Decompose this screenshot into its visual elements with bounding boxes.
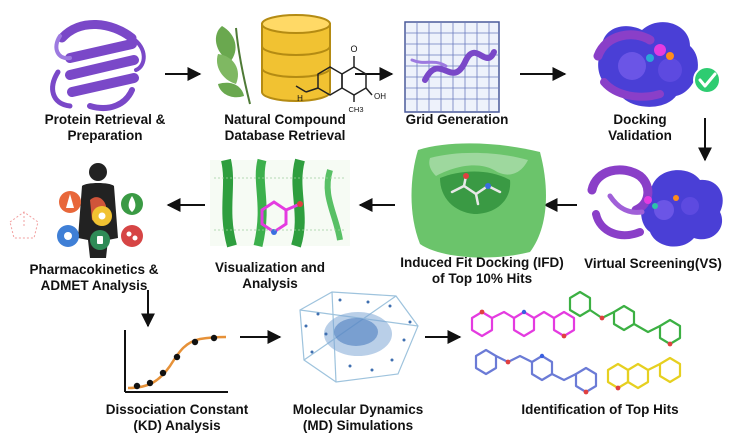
admet-line2: ADMET Analysis bbox=[40, 278, 148, 293]
grid-generation-icon bbox=[404, 21, 500, 113]
yellow-molecule bbox=[606, 356, 682, 390]
natural-compound-line1: Natural Compound bbox=[224, 112, 346, 127]
md-simulation-line2: (MD) Simulations bbox=[302, 418, 414, 433]
check-badge-icon bbox=[693, 66, 721, 94]
kd-binding-curve-plot bbox=[124, 330, 228, 393]
methyl-label: CH3 bbox=[348, 105, 363, 114]
label-admet: Pharmacokinetics & ADMET Analysis bbox=[14, 262, 174, 294]
admet-body-icon bbox=[9, 163, 143, 258]
virtual-screening-line1: Virtual Screening(VS) bbox=[584, 256, 722, 271]
visualization-analysis-icon bbox=[210, 158, 350, 248]
dissociation-line2: (KD) Analysis bbox=[133, 418, 221, 433]
label-md-simulation: Molecular Dynamics (MD) Simulations bbox=[278, 402, 438, 434]
hydrogen-label: H bbox=[297, 94, 303, 103]
visualization-line1: Visualization and bbox=[214, 260, 326, 275]
protein-retrieval-line1: Protein Retrieval & bbox=[44, 112, 166, 127]
blue-molecule bbox=[474, 348, 598, 394]
flow-arrows bbox=[141, 67, 712, 344]
induced-fit-line1: Induced Fit Docking (IFD) bbox=[400, 255, 564, 270]
admet-line1: Pharmacokinetics & bbox=[29, 262, 159, 277]
dissociation-line1: Dissociation Constant bbox=[105, 402, 249, 417]
leaf-icon bbox=[215, 26, 251, 105]
grid-generation-line1: Grid Generation bbox=[405, 112, 509, 127]
database-cylinder-icon bbox=[261, 14, 331, 102]
induced-fit-line2: of Top 10% Hits bbox=[431, 271, 533, 286]
docking-validation-line2: Validation bbox=[608, 128, 672, 143]
natural-compound-database-icon: O OH H CH3 bbox=[215, 14, 386, 114]
virtual-screening-icon bbox=[587, 165, 723, 247]
protein-retrieval-line2: Preparation bbox=[67, 128, 143, 143]
pentagon-sketch-icon bbox=[9, 211, 39, 239]
label-visualization: Visualization and Analysis bbox=[200, 260, 340, 292]
natural-compound-line2: Database Retrieval bbox=[224, 128, 346, 143]
induced-fit-docking-icon bbox=[411, 143, 546, 258]
oxygen-atom-label: O bbox=[350, 44, 357, 54]
md-simulation-box-icon bbox=[299, 291, 419, 383]
label-natural-compound: Natural Compound Database Retrieval bbox=[210, 112, 360, 144]
label-induced-fit-docking: Induced Fit Docking (IFD) of Top 10% Hit… bbox=[392, 255, 572, 287]
label-docking-validation: Docking Validation bbox=[595, 112, 685, 144]
green-molecule bbox=[568, 290, 682, 346]
compound-structure-icon bbox=[295, 56, 373, 102]
dosage-icon bbox=[121, 225, 143, 247]
docking-validation-line1: Docking bbox=[613, 112, 667, 127]
top-hits-line1: Identification of Top Hits bbox=[521, 402, 679, 417]
hydroxyl-label: OH bbox=[374, 92, 386, 101]
top-hits-molecules-icon bbox=[470, 290, 682, 395]
magenta-molecule bbox=[470, 310, 576, 338]
label-dissociation: Dissociation Constant (KD) Analysis bbox=[92, 402, 262, 434]
visualization-line2: Analysis bbox=[242, 276, 298, 291]
label-protein-retrieval: Protein Retrieval & Preparation bbox=[20, 112, 190, 144]
protein-ribbon-icon bbox=[50, 20, 146, 111]
label-top-hits: Identification of Top Hits bbox=[500, 402, 700, 418]
label-grid-generation: Grid Generation bbox=[392, 112, 522, 128]
md-simulation-line1: Molecular Dynamics bbox=[292, 402, 424, 417]
docking-validation-icon bbox=[593, 22, 721, 107]
label-virtual-screening: Virtual Screening(VS) bbox=[568, 256, 738, 272]
